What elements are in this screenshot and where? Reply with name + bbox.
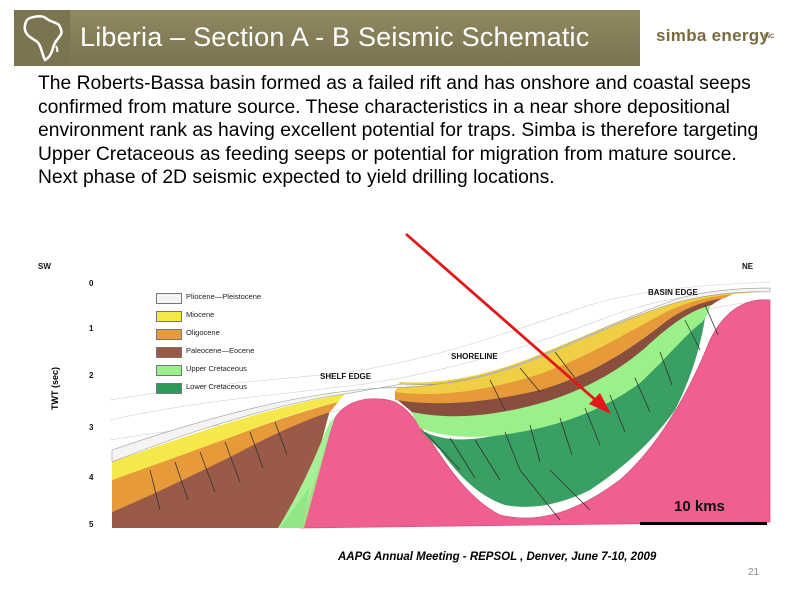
paleocene-eocene-layer-east <box>395 297 725 417</box>
legend-swatch <box>156 365 182 376</box>
slide-title: Liberia – Section A - B Seismic Schemati… <box>80 22 590 52</box>
africa-logo-icon <box>23 15 63 62</box>
page-number: 21 <box>748 567 760 578</box>
brand-suffix: INC <box>764 34 775 40</box>
legend-label: Pliocene—Pleistocene <box>186 292 262 301</box>
legend-label: Miocene <box>186 310 215 319</box>
legend-label: Paleocene—Eocene <box>186 346 255 355</box>
tick-label: 0 <box>89 279 94 288</box>
legend-swatch <box>156 329 182 340</box>
red-arrow <box>405 232 611 414</box>
miocene-layer <box>112 394 345 480</box>
legend-swatch <box>156 347 182 358</box>
tick-label: 3 <box>89 423 94 432</box>
shoreline-label: SHORELINE <box>451 352 498 361</box>
basin-edge-label: BASIN EDGE <box>648 288 698 297</box>
tick-label: 2 <box>89 371 94 380</box>
fault-lines <box>149 304 719 521</box>
brand-name: simba energy <box>656 26 770 45</box>
body-paragraph: The Roberts-Bassa basin formed as a fail… <box>38 73 759 188</box>
legend-label: Lower Cretaceous <box>186 382 247 391</box>
basement-layer <box>299 299 771 529</box>
shelf-edge-label: SHELF EDGE <box>320 372 372 381</box>
legend-swatch <box>156 383 182 394</box>
y-axis-title: TWT (sec) <box>50 366 60 410</box>
tick-label: 4 <box>89 473 94 482</box>
legend-label: Oligocene <box>186 328 220 337</box>
legend-swatch <box>156 293 182 304</box>
scale-label: 10 kms <box>674 498 725 515</box>
scale-bar <box>640 522 767 525</box>
paleocene-eocene-layer <box>112 410 330 528</box>
miocene-layer-east <box>395 291 760 394</box>
oligocene-layer <box>112 402 338 512</box>
sw-label: SW <box>38 262 51 271</box>
ne-label: NE <box>742 262 754 271</box>
citation: AAPG Annual Meeting - REPSOL , Denver, J… <box>338 551 657 563</box>
legend-swatch <box>156 311 182 322</box>
upper-cretaceous-layer-east <box>410 300 712 437</box>
upper-cretaceous-layer <box>275 418 334 528</box>
brand-box <box>640 10 784 66</box>
legend-label: Upper Cretaceous <box>186 364 247 373</box>
logo-box <box>14 10 70 66</box>
tick-label: 5 <box>89 520 94 529</box>
tick-label: 1 <box>89 324 94 333</box>
lower-cretaceous-layer-east <box>420 318 705 507</box>
pliocene-pleistocene-layer <box>111 287 771 463</box>
